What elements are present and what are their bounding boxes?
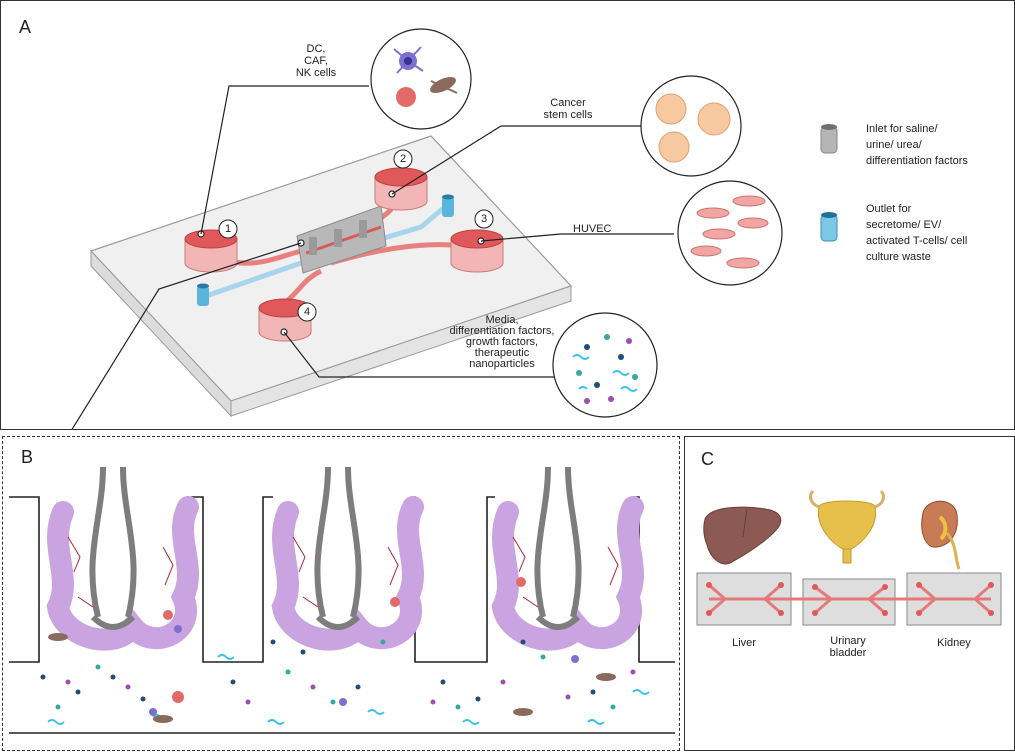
outlet-legend-icon	[820, 212, 838, 242]
chip-pillar	[359, 220, 367, 238]
chamber-badge-2	[393, 149, 413, 169]
huvec-label: HUVEC	[573, 223, 612, 235]
panel-b: B	[2, 436, 680, 751]
organ-chip-channels	[708, 583, 992, 615]
organ-label-kidney: Kidney	[937, 637, 971, 649]
stem-cells-label: Cancer stem cells	[543, 97, 593, 121]
stem-cells-bubble	[640, 75, 742, 177]
chamber-2	[374, 167, 428, 211]
gut-villi-diagram	[9, 466, 675, 734]
media-label: Media, differentiation factors, growth f…	[449, 314, 555, 370]
organ-label-bladder: Urinary bladder	[829, 635, 867, 659]
organ-label-liver: Liver	[732, 637, 756, 649]
media-bubble	[552, 312, 658, 418]
panel-c: C	[684, 436, 1015, 751]
inlet-legend-icon	[820, 124, 838, 154]
liver-icon	[703, 506, 782, 565]
villus	[271, 466, 424, 651]
villus-structures	[46, 466, 644, 651]
chip-pillar	[334, 229, 342, 247]
chamber-number-2: 2	[399, 153, 407, 165]
organ-chips	[696, 572, 1002, 626]
huvec-bubble	[677, 180, 783, 286]
organ-chip-diagram	[71, 28, 838, 429]
media-particles	[40, 577, 650, 725]
chamber-number-4: 4	[303, 306, 311, 318]
chamber-badge-1	[218, 219, 238, 239]
panel-a: A	[0, 0, 1015, 430]
callout-lines	[71, 85, 674, 429]
outlet-tube-icon	[442, 194, 454, 217]
chip-inner-channel	[305, 225, 382, 255]
villus	[46, 466, 199, 651]
chamber-number-3: 3	[480, 213, 488, 225]
chamber-number-1: 1	[224, 223, 232, 235]
immune-cells-bubble	[370, 28, 472, 130]
chamber-3	[450, 229, 504, 273]
multi-organ-chip-diagram	[696, 489, 1002, 626]
outlet-legend-text: Outlet for secretome/ EV/ activated T-ce…	[866, 203, 968, 263]
chip-pillar	[309, 237, 317, 255]
chip-side-face	[230, 285, 572, 417]
panel-a-label: A	[19, 17, 32, 37]
villus	[491, 466, 644, 651]
chamber-badge-3	[474, 209, 494, 229]
outlet-tube-icon	[197, 283, 209, 306]
panel-c-label: C	[701, 449, 714, 469]
kidney-icon	[921, 500, 961, 570]
immune-cells-label: DC, CAF, NK cells	[295, 43, 337, 79]
inlet-legend-text: Inlet for saline/ urine/ urea/ different…	[866, 123, 968, 167]
chamber-badge-4	[297, 302, 317, 322]
bladder-icon	[809, 489, 885, 564]
panel-b-label: B	[21, 447, 34, 467]
